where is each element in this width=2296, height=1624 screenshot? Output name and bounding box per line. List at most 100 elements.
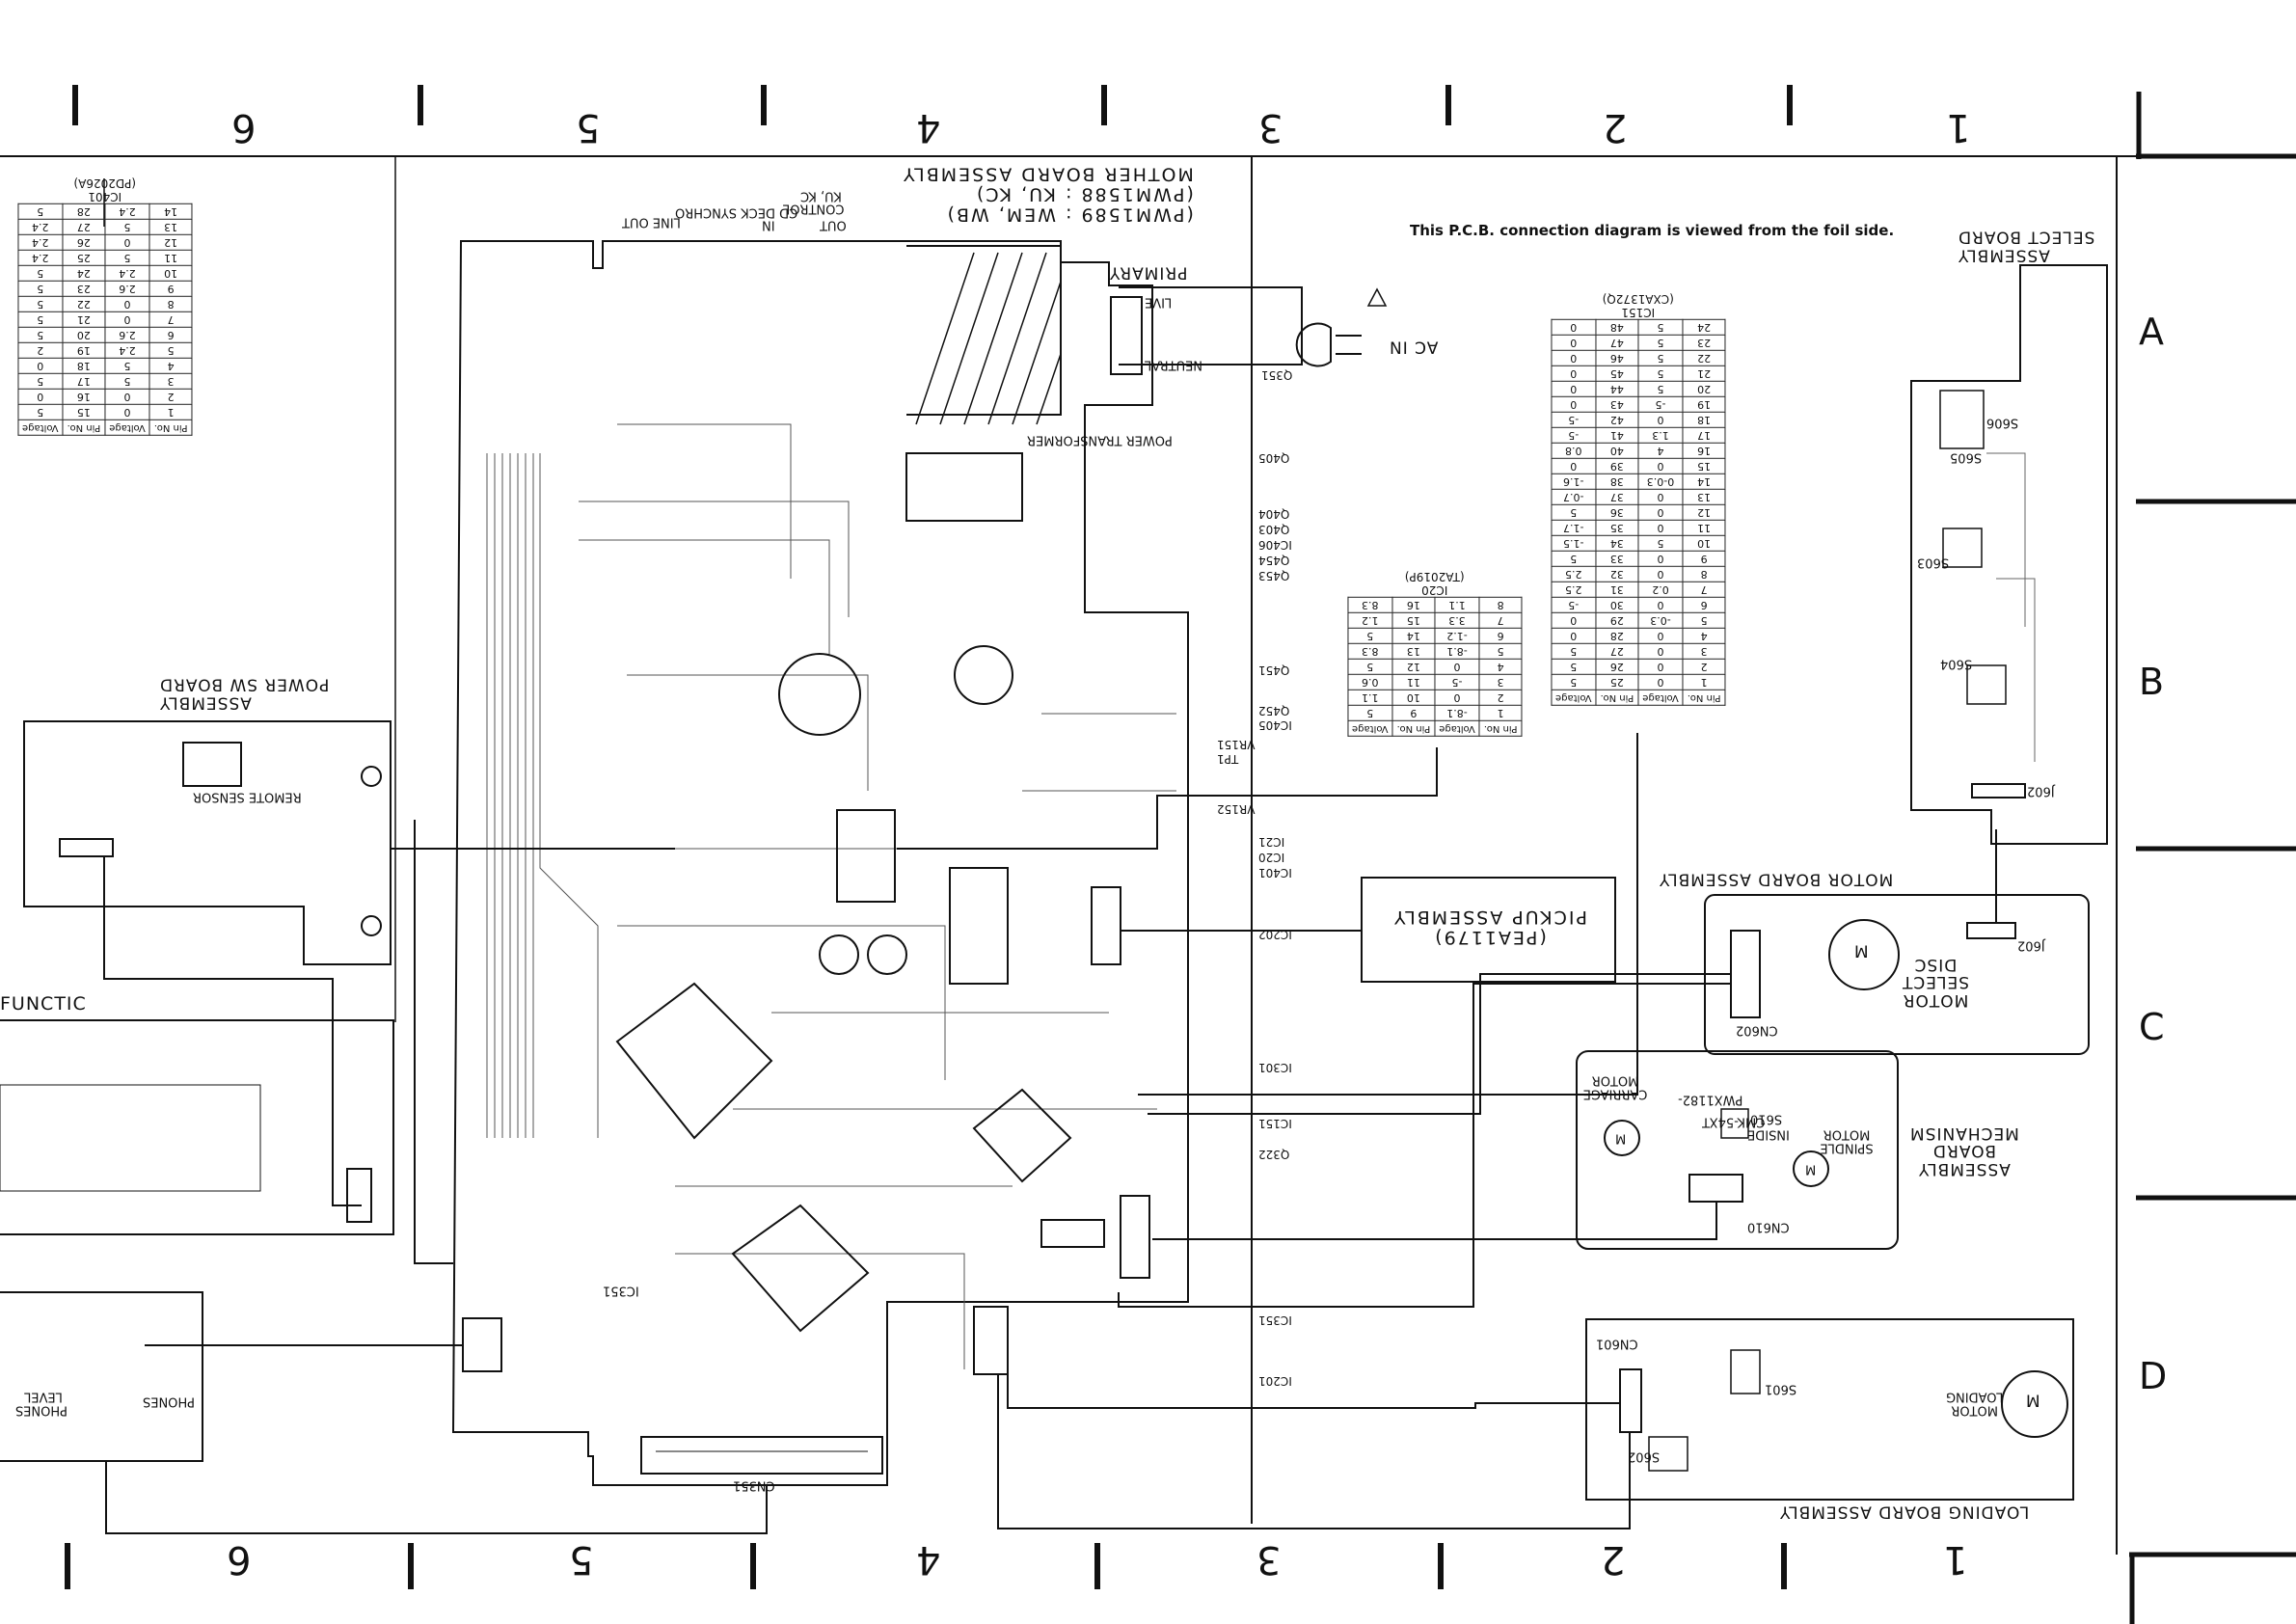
s603-label: S603 (1917, 555, 1950, 570)
ref-ic151: IC151 (1258, 1117, 1292, 1130)
mechanism-board-title: ASSEMBLY BOARD MECHANISM (1909, 1123, 2019, 1178)
table-cell: -1.7 (1551, 520, 1597, 536)
table-cell: 14 (1392, 628, 1435, 644)
mother-board-outline (451, 240, 1189, 1486)
table-cell: 0 (1551, 381, 1597, 397)
table-cell: 4 (1683, 628, 1725, 644)
switch-s606 (1939, 390, 1985, 449)
table-cell: 0 (1637, 489, 1684, 505)
phones-level-label: PHONES LEVEL (14, 1389, 68, 1418)
table-cell: 18 (1683, 412, 1725, 428)
table-cell: 45 (1596, 365, 1638, 382)
table-cell: 5 (17, 404, 64, 420)
table-cell: 3 (149, 373, 192, 390)
table-cell: 5 (1551, 659, 1597, 675)
ref-ic201: IC201 (1258, 1374, 1292, 1388)
table-cell: 1.1 (1347, 690, 1393, 706)
s605-label: S605 (1950, 449, 1983, 465)
table-cell: 44 (1596, 381, 1638, 397)
table-cell: 21 (1683, 365, 1725, 382)
table-cell: 5 (104, 358, 150, 374)
table-cell: 5 (17, 327, 64, 343)
table-cell: 13 (149, 219, 192, 235)
table-cell: 31 (1596, 582, 1638, 598)
ic20-title: IC20 (1421, 582, 1448, 597)
table-cell: 0 (1637, 628, 1684, 644)
table-cell: 1.3 (1637, 427, 1684, 444)
ic401-table-header: Pin No. Voltage Pin No. Voltage (17, 420, 192, 436)
table-cell: 28 (63, 203, 105, 220)
table-cell: 21 (63, 311, 105, 328)
wire-ic151-callout (1138, 733, 1638, 1096)
table-cell: 19 (63, 342, 105, 359)
table-cell: 5 (17, 311, 64, 328)
s601-label: S601 (1765, 1381, 1797, 1396)
table-cell: 0 (1551, 319, 1597, 336)
spindle-motor-label: SPINDLE MOTOR (1820, 1126, 1874, 1155)
ref-q351: Q351 (1261, 368, 1293, 382)
ic151-header-v1: Voltage (1637, 690, 1684, 706)
table-cell: 2.4 (104, 265, 150, 282)
table-cell: 0 (1637, 643, 1684, 660)
power-sw-connector (59, 838, 114, 857)
grid-letter-b: B (2139, 661, 2165, 703)
ref-q405: Q405 (1258, 451, 1290, 465)
table-cell: 0 (1637, 504, 1684, 521)
table-cell: 1 (149, 404, 192, 420)
table-cell: 17 (63, 373, 105, 390)
live-label: LIVE (1145, 294, 1173, 310)
table-cell: 5 (1347, 659, 1393, 675)
function-board-connector (346, 1168, 372, 1223)
warning-triangle (1366, 287, 1388, 307)
table-cell: 13 (1683, 489, 1725, 505)
table-cell: 2.5 (1551, 582, 1597, 598)
ic401-header-pin2: Pin No. (63, 420, 105, 436)
ref-q454: Q454 (1258, 554, 1290, 567)
table-cell: 34 (1596, 535, 1638, 552)
table-cell: 48 (1596, 319, 1638, 336)
table-cell: 0 (1434, 690, 1480, 706)
table-cell: -5 (1637, 396, 1684, 413)
table-cell: 0 (1551, 612, 1597, 629)
table-cell: 20 (63, 327, 105, 343)
capacitor-c24 (867, 934, 907, 975)
table-cell: 38 (1596, 474, 1638, 490)
ref-ic202: IC202 (1258, 928, 1292, 941)
grid-bottom-2: 2 (1601, 1537, 1626, 1582)
table-cell: 42 (1596, 412, 1638, 428)
ic151-table-header: Pin No. Voltage Pin No. Voltage (1551, 690, 1725, 706)
ref-ic351: IC351 (1258, 1313, 1292, 1327)
table-cell: 0 (104, 389, 150, 405)
table-cell: -1.5 (1551, 535, 1597, 552)
control-label: CONTROL (783, 201, 845, 216)
table-cell: 16 (1392, 597, 1435, 613)
table-cell: 5 (17, 265, 64, 282)
table-cell: 8 (1479, 597, 1522, 613)
j602-motor-label: J602 (2017, 937, 2045, 953)
wire-ic20-callout (897, 747, 1438, 850)
table-cell: 36 (1596, 504, 1638, 521)
control-in-label: IN (762, 217, 775, 232)
table-cell: 0.8 (1551, 443, 1597, 459)
spindle-motor (1793, 1150, 1829, 1187)
wire-cn602 (1148, 973, 1731, 1115)
table-cell: 9 (1392, 705, 1435, 721)
